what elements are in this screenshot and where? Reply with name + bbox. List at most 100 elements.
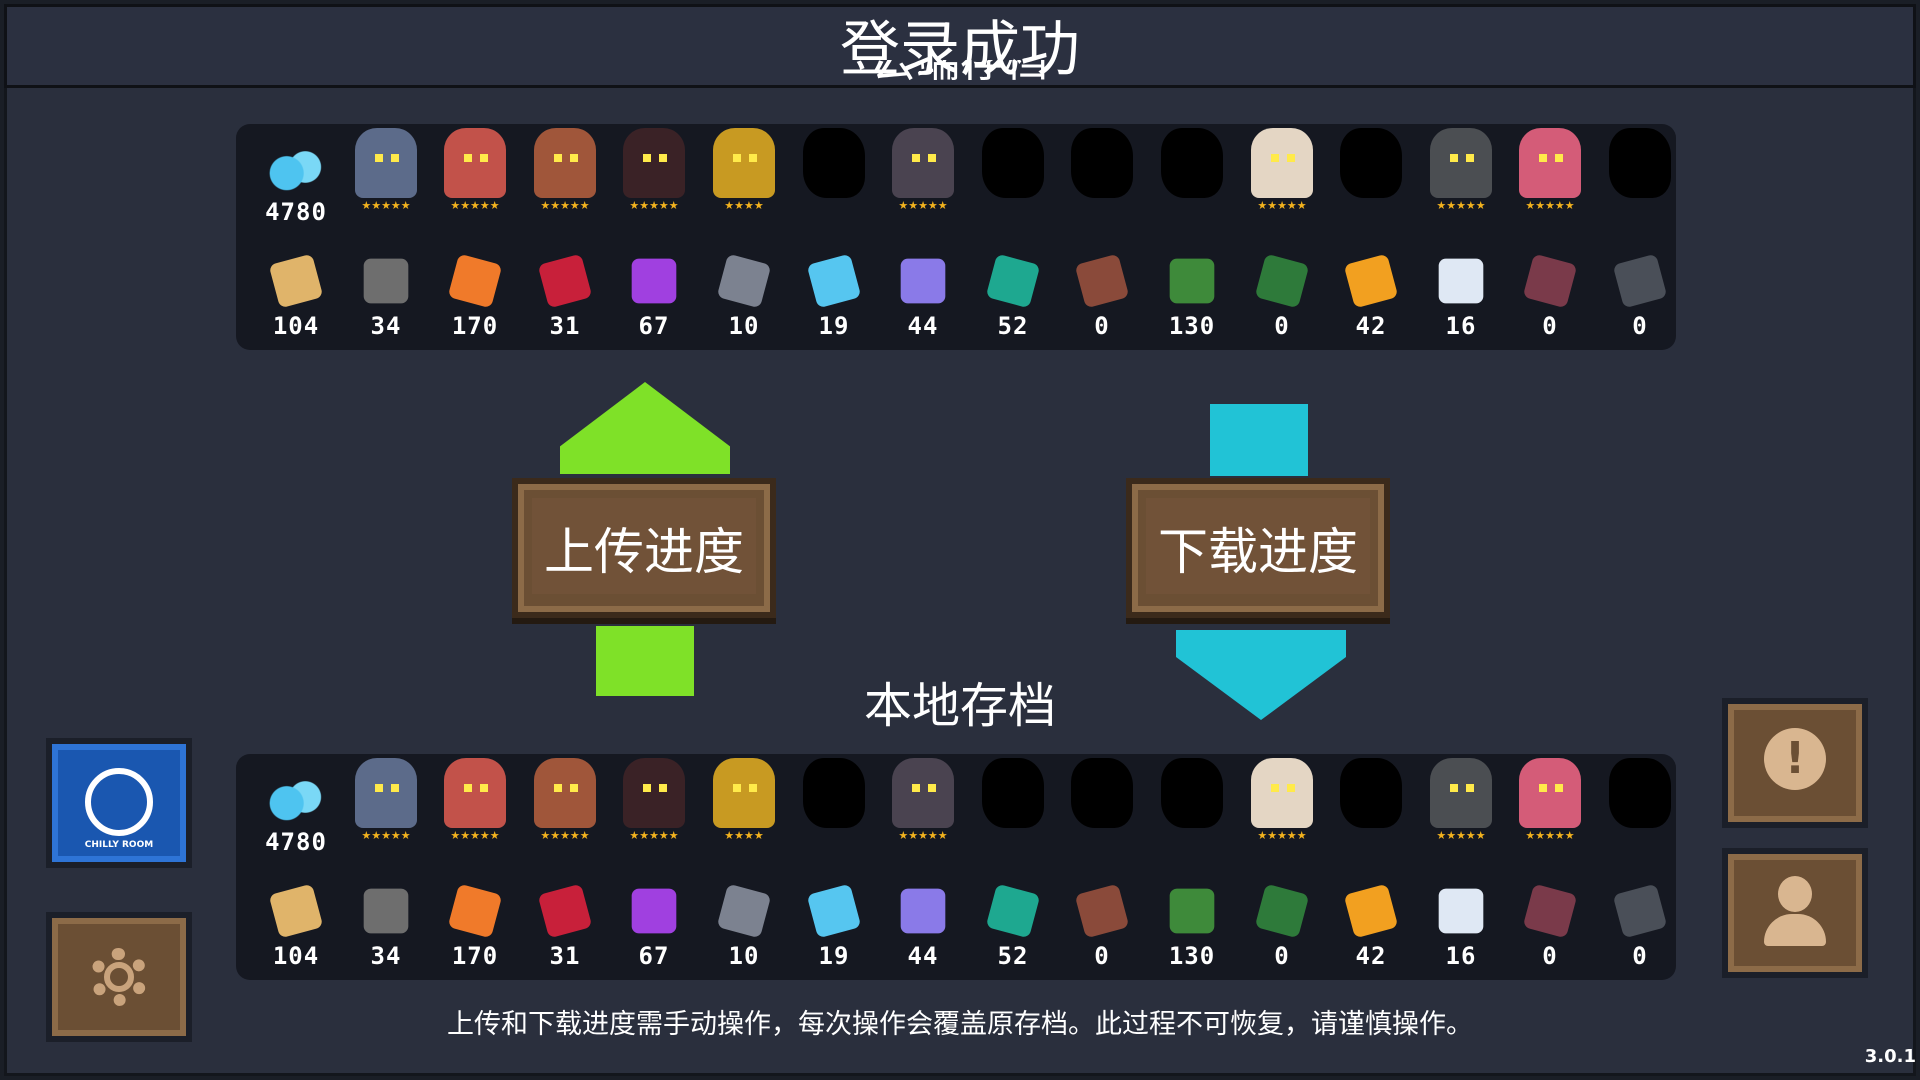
material-count: 130 <box>1168 942 1216 970</box>
red-crystal-icon <box>537 253 593 309</box>
character-slot-assassin[interactable]: ★★★★★ <box>614 758 694 868</box>
locked-character-icon <box>1161 758 1223 828</box>
material-slot: 10 <box>704 242 784 352</box>
character-slot-locked[interactable] <box>1062 128 1142 238</box>
robot-character-icon <box>1430 758 1492 828</box>
teal-crystal-icon <box>985 883 1041 939</box>
character-stars: ★★★★★ <box>898 829 948 842</box>
character-slot-locked[interactable] <box>1062 758 1142 868</box>
character-stars: ★★★★ <box>724 829 764 842</box>
material-count: 19 <box>818 312 850 340</box>
chilly-room-logo-button[interactable]: CHILLY ROOM <box>46 738 192 868</box>
gear-part-icon <box>363 258 409 304</box>
blue-crystal-icon <box>806 883 862 939</box>
material-count: 16 <box>1445 312 1477 340</box>
character-slot-rogue[interactable]: ★★★★★ <box>435 758 515 868</box>
character-eye <box>749 784 757 792</box>
material-slot: 34 <box>346 242 426 352</box>
character-eye <box>643 784 651 792</box>
character-slot-priest[interactable]: ★★★★★ <box>1242 758 1322 868</box>
knight-character-icon <box>355 758 417 828</box>
notice-button[interactable]: ! <box>1722 698 1868 828</box>
gem-slot: 4780 <box>256 128 336 238</box>
character-slot-locked[interactable] <box>794 758 874 868</box>
material-slot: 52 <box>973 242 1053 352</box>
character-slot-locked[interactable] <box>794 128 874 238</box>
locked-character-icon <box>982 128 1044 198</box>
character-slot-knight[interactable]: ★★★★★ <box>346 128 426 238</box>
character-slot-locked[interactable] <box>973 128 1053 238</box>
character-eye <box>570 154 578 162</box>
character-stars: ★★★★★ <box>450 199 500 212</box>
settings-button[interactable] <box>46 912 192 1042</box>
character-slot-robot[interactable]: ★★★★★ <box>1421 758 1501 868</box>
upload-progress-button[interactable]: 上传进度 <box>512 478 776 618</box>
character-eye <box>554 154 562 162</box>
account-button[interactable] <box>1722 848 1868 978</box>
material-count: 104 <box>272 942 320 970</box>
gear-center <box>104 962 134 992</box>
material-slot: 16 <box>1421 872 1501 982</box>
material-count: 52 <box>997 312 1029 340</box>
logo-text: CHILLY ROOM <box>84 840 154 850</box>
character-slot-engineer[interactable]: ★★★★ <box>704 128 784 238</box>
character-slot-engineer[interactable]: ★★★★ <box>704 758 784 868</box>
character-slot-locked[interactable] <box>1331 758 1411 868</box>
character-stars: ★★★★★ <box>629 199 679 212</box>
character-eye <box>480 784 488 792</box>
character-eye <box>1450 154 1458 162</box>
character-slot-locked[interactable] <box>1152 128 1232 238</box>
character-stars: ★★★★ <box>724 199 764 212</box>
locked-character-icon <box>1340 758 1402 828</box>
material-count: 52 <box>997 942 1029 970</box>
purple-crystal-icon <box>631 258 677 304</box>
material-count: 31 <box>549 942 581 970</box>
character-slot-locked[interactable] <box>1152 758 1232 868</box>
knight-character-icon <box>355 128 417 198</box>
character-stars: ★★★★★ <box>1436 199 1486 212</box>
person-icon-body <box>1764 914 1826 946</box>
character-slot-berserker[interactable]: ★★★★★ <box>1510 758 1590 868</box>
material-count: 170 <box>451 312 499 340</box>
material-slot: 67 <box>614 872 694 982</box>
material-slot: 0 <box>1600 872 1680 982</box>
material-slot: 31 <box>525 872 605 982</box>
character-stars: ★★★★★ <box>1257 199 1307 212</box>
character-slot-vampire[interactable]: ★★★★★ <box>883 758 963 868</box>
material-slot: 0 <box>1242 242 1322 352</box>
character-slot-priest[interactable]: ★★★★★ <box>1242 128 1322 238</box>
character-slot-locked[interactable] <box>973 758 1053 868</box>
download-progress-button[interactable]: 下载进度 <box>1126 478 1390 618</box>
fire-crystal-icon <box>1343 883 1399 939</box>
character-slot-vampire[interactable]: ★★★★★ <box>883 128 963 238</box>
character-slot-locked[interactable] <box>1600 758 1680 868</box>
character-eye <box>1539 784 1547 792</box>
vampire-character-icon <box>892 128 954 198</box>
character-slot-witch[interactable]: ★★★★★ <box>525 128 605 238</box>
material-slot: 0 <box>1242 872 1322 982</box>
box-icon <box>1074 253 1130 309</box>
document-icon <box>1612 253 1668 309</box>
material-slot: 170 <box>435 242 515 352</box>
material-count: 42 <box>1355 312 1387 340</box>
character-eye <box>1466 784 1474 792</box>
character-slot-assassin[interactable]: ★★★★★ <box>614 128 694 238</box>
character-slot-robot[interactable]: ★★★★★ <box>1421 128 1501 238</box>
local-save-panel: 4780★★★★★★★★★★★★★★★★★★★★★★★★★★★★★★★★★★★★… <box>236 754 1676 980</box>
character-slot-locked[interactable] <box>1331 128 1411 238</box>
character-slot-knight[interactable]: ★★★★★ <box>346 758 426 868</box>
priest-character-icon <box>1251 128 1313 198</box>
character-slot-berserker[interactable]: ★★★★★ <box>1510 128 1590 238</box>
witch-character-icon <box>534 758 596 828</box>
character-eye <box>464 784 472 792</box>
character-slot-locked[interactable] <box>1600 128 1680 238</box>
character-slot-rogue[interactable]: ★★★★★ <box>435 128 515 238</box>
material-count: 0 <box>1542 942 1558 970</box>
material-count: 44 <box>907 942 939 970</box>
material-count: 0 <box>1274 942 1290 970</box>
material-slot: 67 <box>614 242 694 352</box>
character-stars: ★★★★★ <box>1525 199 1575 212</box>
character-slot-witch[interactable]: ★★★★★ <box>525 758 605 868</box>
